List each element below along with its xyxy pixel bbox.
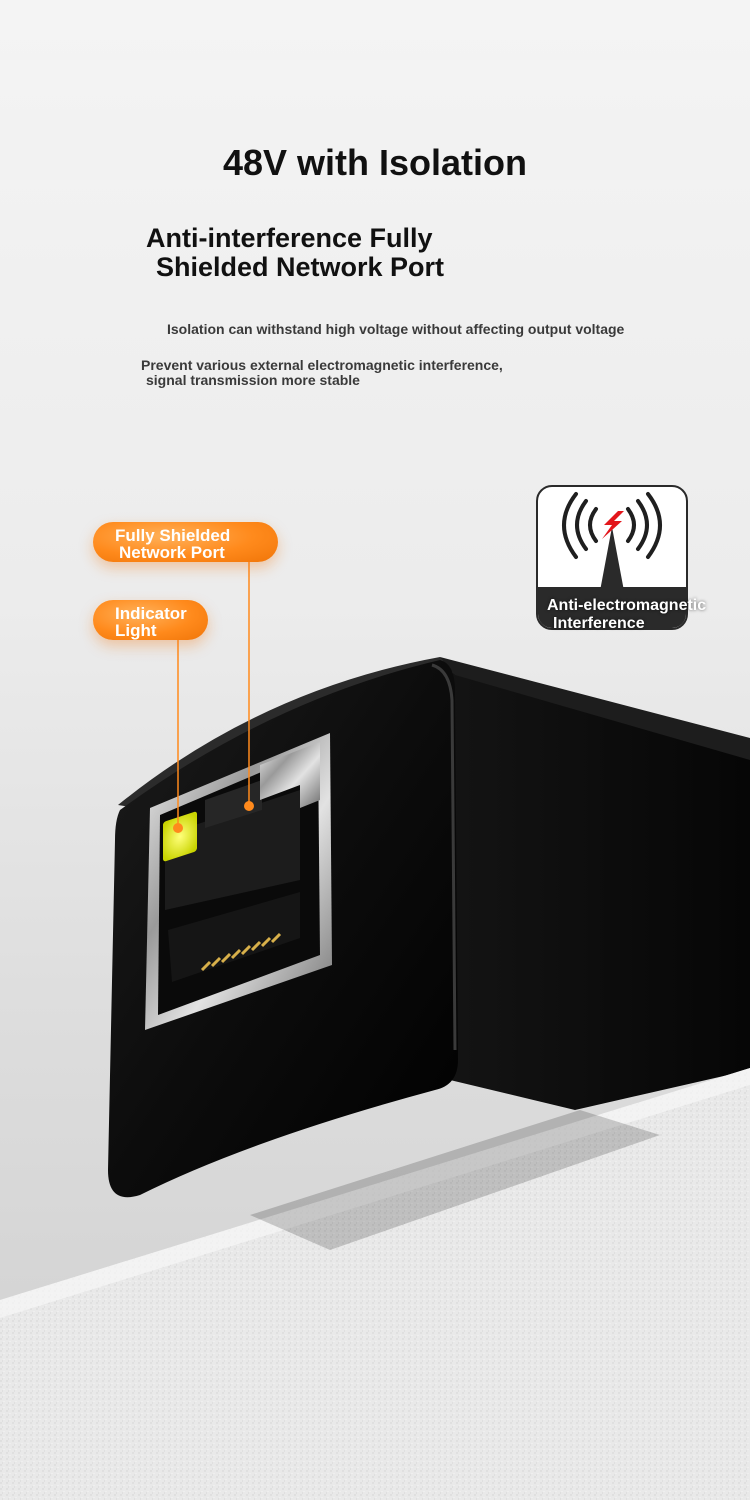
interference-line-1: Prevent various external electromagnetic… xyxy=(141,357,503,373)
light-callout-line-1: Indicator xyxy=(115,604,187,623)
badge-label-line-1: Anti-electromagnetic xyxy=(547,597,707,614)
concrete-ledge xyxy=(0,1068,750,1500)
interference-description: Prevent various external electromagnetic… xyxy=(141,358,503,388)
indicator-led xyxy=(163,811,197,862)
feature-subtitle: Anti-interference Fully Shielded Network… xyxy=(146,224,444,282)
badge-label-line-2: Interference xyxy=(553,615,645,632)
gold-contacts xyxy=(200,932,282,972)
port-callout-line-2: Network Port xyxy=(119,543,225,562)
badge-label: Anti-electromagnetic Interference xyxy=(547,597,706,633)
subtitle-line-1: Anti-interference Fully xyxy=(146,223,433,253)
interference-line-2: signal transmission more stable xyxy=(146,372,360,388)
subtitle-line-2: Shielded Network Port xyxy=(156,252,445,282)
isolation-description: Isolation can withstand high voltage wit… xyxy=(167,321,625,337)
port-callout-line-1: Fully Shielded xyxy=(115,526,231,545)
page-title: 48V with Isolation xyxy=(222,142,528,183)
indicator-light-callout: Indicator Light xyxy=(93,600,208,640)
antenna-signal-icon xyxy=(538,492,686,628)
network-port-callout: Fully Shielded Network Port xyxy=(93,522,278,562)
anti-interference-badge xyxy=(536,485,688,630)
lightning-icon xyxy=(602,511,624,539)
light-callout-line-2: Light xyxy=(115,621,157,640)
device-side xyxy=(440,660,750,1110)
